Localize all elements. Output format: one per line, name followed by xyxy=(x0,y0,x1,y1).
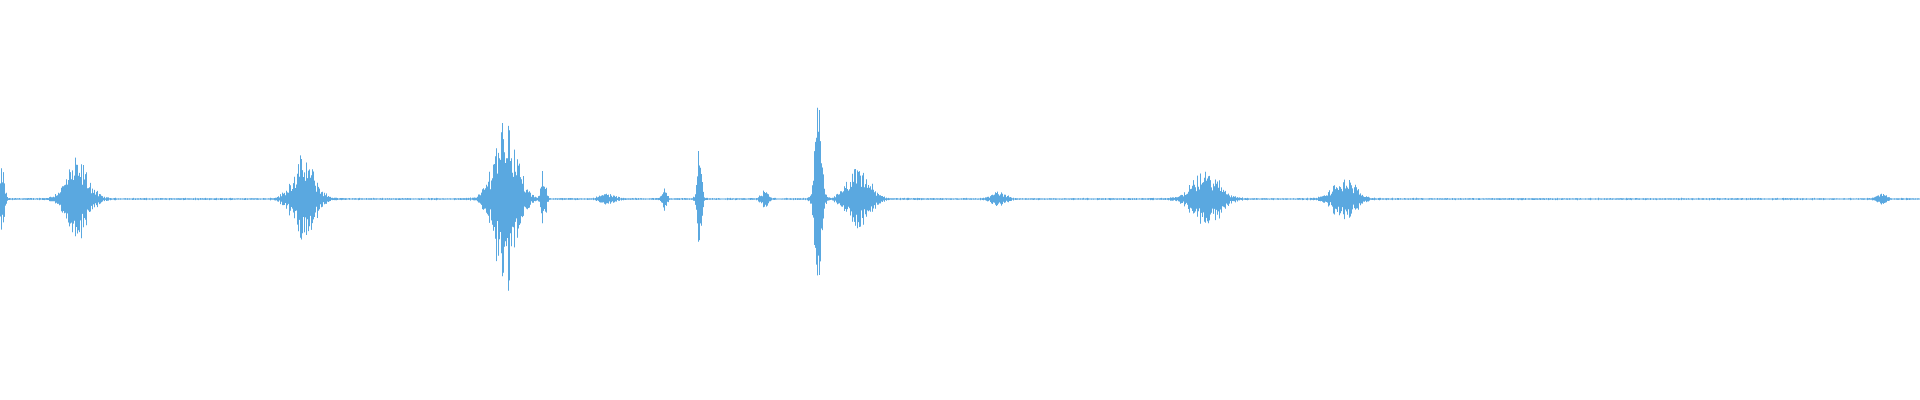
waveform-samples xyxy=(0,107,1920,291)
